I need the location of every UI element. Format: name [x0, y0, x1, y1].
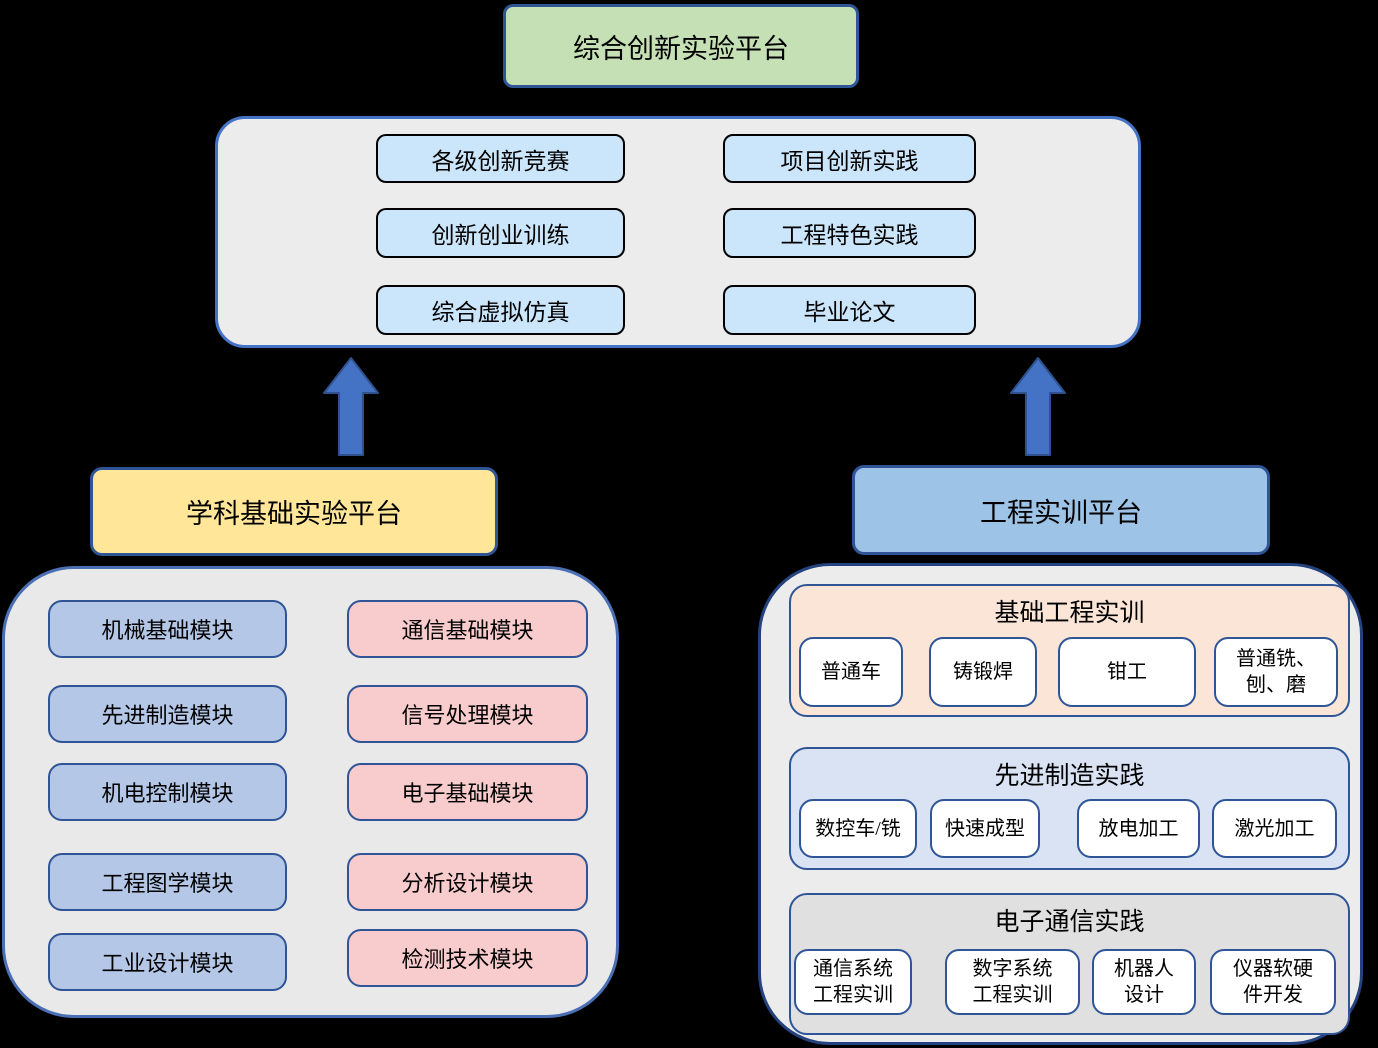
center-panel	[215, 116, 1141, 348]
module-label: 信号处理模块	[401, 703, 534, 728]
module-label: 工程图学模块	[101, 871, 234, 896]
training-item-label: 普通车	[821, 661, 881, 683]
module-signal-processing: 信号处理模块	[347, 685, 588, 743]
center-item-entrepreneurship-training: 创新创业训练	[376, 208, 625, 258]
center-item-label: 各级创新竞赛	[431, 148, 570, 174]
module-label: 机械基础模块	[101, 618, 234, 643]
right-platform-box: 工程实训平台	[852, 465, 1270, 555]
training-item-label: 普通铣、刨、磨	[1236, 648, 1316, 696]
module-electronics-basics: 电子基础模块	[347, 763, 588, 821]
center-item-label: 毕业论文	[803, 300, 896, 325]
center-item-label: 综合虚拟仿真	[431, 300, 570, 325]
training-item-label: 通信系统工程实训	[813, 958, 893, 1006]
up-arrow-right-icon	[1010, 357, 1066, 456]
center-item-virtual-simulation: 综合虚拟仿真	[376, 285, 625, 335]
center-item-label: 创新创业训练	[431, 223, 570, 248]
left-platform-label: 学科基础实验平台	[186, 499, 402, 529]
module-label: 电子基础模块	[401, 781, 534, 806]
center-item-graduation-thesis: 毕业论文	[723, 285, 976, 335]
module-label: 通信基础模块	[401, 618, 534, 643]
training-item-robot-design: 机器人设计	[1092, 949, 1196, 1015]
module-label: 工业设计模块	[101, 951, 234, 976]
module-analysis-design: 分析设计模块	[347, 853, 588, 911]
module-testing-technology: 检测技术模块	[347, 929, 588, 987]
training-item-label: 激光加工	[1234, 817, 1315, 840]
module-label: 先进制造模块	[101, 703, 234, 728]
training-item-label: 仪器软硬件开发	[1233, 958, 1313, 1006]
right-platform-label: 工程实训平台	[980, 497, 1142, 528]
training-item-fitter: 钳工	[1058, 637, 1196, 707]
up-arrow-left-icon	[323, 357, 379, 456]
center-item-engineering-practice: 工程特色实践	[723, 208, 976, 258]
training-item-instrument-development: 仪器软硬件开发	[1210, 949, 1336, 1015]
module-label: 分析设计模块	[401, 871, 534, 896]
training-item-label: 数控车/铣	[815, 817, 901, 840]
section-title: 先进制造实践	[994, 763, 1145, 790]
training-item-label: 钳工	[1107, 661, 1147, 683]
module-industrial-design: 工业设计模块	[48, 933, 287, 991]
module-communication-basics: 通信基础模块	[347, 600, 588, 658]
module-electromechanical-control: 机电控制模块	[48, 763, 287, 821]
training-item-digital-system: 数字系统工程实训	[945, 949, 1080, 1015]
module-advanced-manufacturing: 先进制造模块	[48, 685, 287, 743]
center-item-label: 工程特色实践	[780, 223, 919, 248]
training-item-cast-forge-weld: 铸锻焊	[929, 637, 1037, 707]
training-item-cnc-lathe-milling: 数控车/铣	[799, 799, 917, 858]
section-title: 基础工程实训	[994, 600, 1145, 627]
training-item-label: 放电加工	[1098, 817, 1179, 840]
module-mechanical-basics: 机械基础模块	[48, 600, 287, 658]
training-item-label: 铸锻焊	[953, 661, 1013, 683]
center-item-project-practice: 项目创新实践	[723, 134, 976, 183]
training-item-laser-machining: 激光加工	[1212, 799, 1337, 858]
top-platform-box: 综合创新实验平台	[503, 4, 859, 88]
top-platform-label: 综合创新实验平台	[573, 33, 789, 64]
training-item-communication-system: 通信系统工程实训	[794, 949, 912, 1015]
section-title: 电子通信实践	[994, 909, 1145, 936]
training-item-label: 快速成型	[945, 817, 1025, 840]
training-item-rapid-prototyping: 快速成型	[930, 799, 1040, 858]
module-label: 机电控制模块	[101, 781, 234, 806]
module-label: 检测技术模块	[401, 947, 534, 972]
training-item-edm: 放电加工	[1077, 799, 1200, 858]
training-item-lathe: 普通车	[799, 637, 903, 707]
module-engineering-graphics: 工程图学模块	[48, 853, 287, 911]
training-item-label: 机器人设计	[1114, 958, 1174, 1006]
training-item-milling-planing-grinding: 普通铣、刨、磨	[1214, 637, 1338, 707]
training-item-label: 数字系统工程实训	[972, 958, 1053, 1006]
center-item-innovation-competition: 各级创新竞赛	[376, 134, 625, 183]
left-platform-box: 学科基础实验平台	[90, 467, 498, 556]
center-item-label: 项目创新实践	[780, 148, 919, 174]
